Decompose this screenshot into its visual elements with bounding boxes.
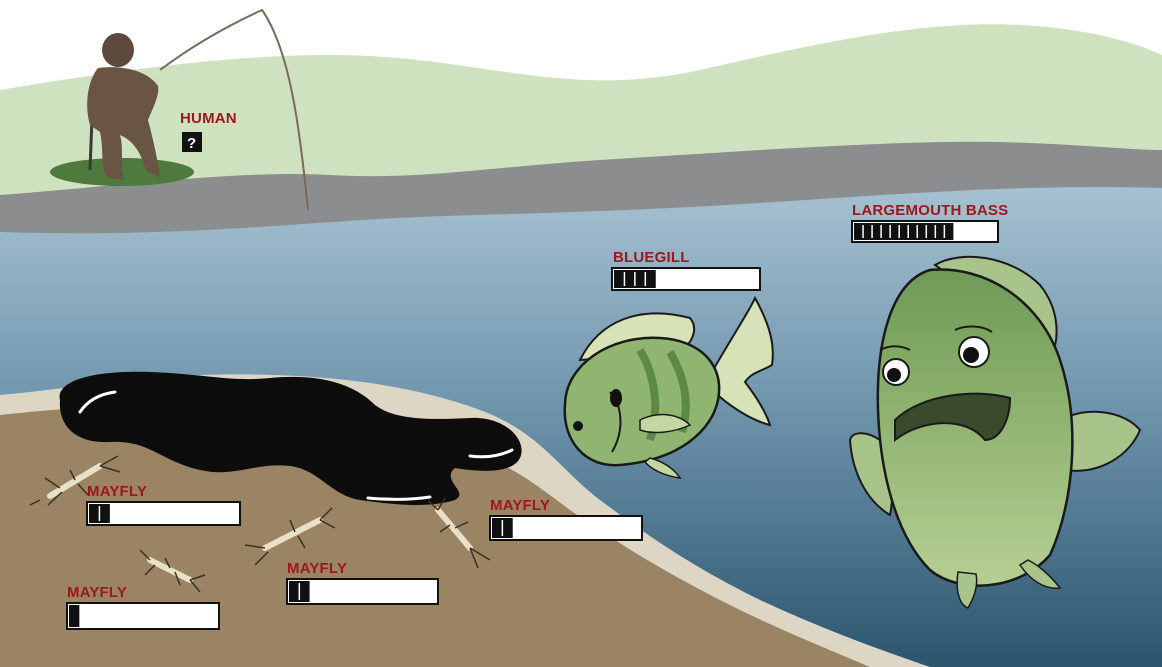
organism-label: MAYFLY	[287, 560, 347, 577]
organism-label: HUMAN	[180, 110, 237, 127]
contamination-meter	[67, 603, 219, 629]
bass-pupil-right	[963, 347, 979, 363]
meter-frame	[490, 516, 642, 540]
bluegill-eye	[573, 421, 583, 431]
organism-label: MAYFLY	[87, 483, 147, 500]
contamination-meter	[490, 516, 642, 540]
meter-frame	[287, 579, 438, 604]
unknown-level-mark: ?	[187, 135, 196, 152]
contamination-meter	[852, 221, 998, 242]
organism-label: MAYFLY	[490, 497, 550, 514]
bluegill-ear-spot	[610, 389, 622, 407]
contamination-meter	[287, 579, 438, 604]
bass-tag: LARGEMOUTH BASS	[852, 202, 1008, 242]
organism-label: MAYFLY	[67, 584, 127, 601]
meter-fill	[854, 223, 953, 240]
human-head	[102, 33, 134, 67]
organism-label: LARGEMOUTH BASS	[852, 202, 1008, 219]
meter-fill	[69, 605, 79, 627]
meter-frame	[67, 603, 219, 629]
bass-pupil-left	[887, 368, 901, 382]
contamination-meter	[612, 268, 760, 290]
contamination-meter	[87, 502, 240, 525]
organism-label: BLUEGILL	[613, 249, 690, 266]
meter-frame	[87, 502, 240, 525]
